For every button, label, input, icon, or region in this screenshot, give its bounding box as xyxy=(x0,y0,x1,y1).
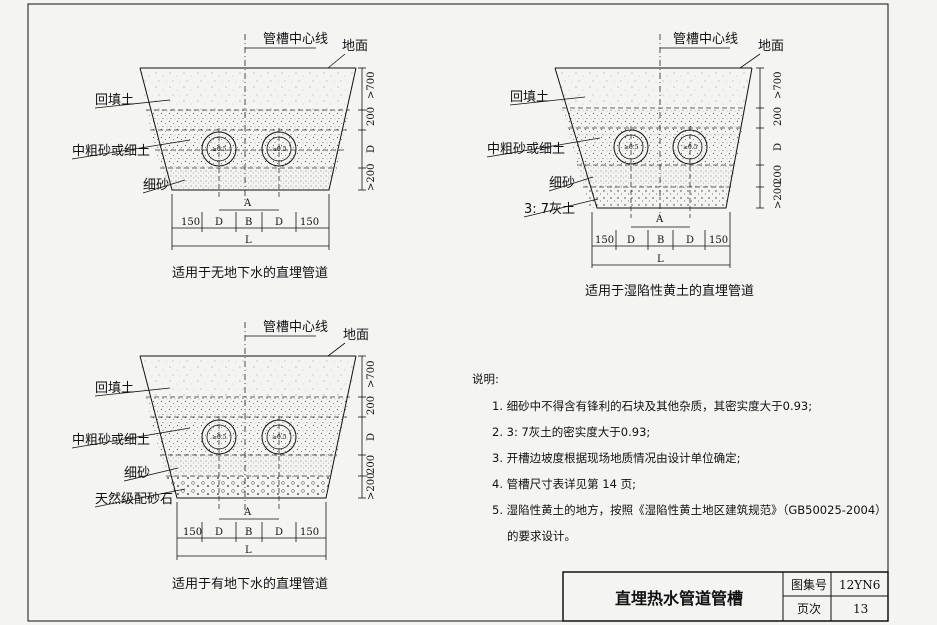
trench-outline xyxy=(554,67,753,209)
centerline-label: 管槽中心线 xyxy=(263,320,328,335)
notes-heading: 说明: xyxy=(472,372,499,386)
fine-sand-label: 细砂 xyxy=(143,178,169,193)
centerline-label: 管槽中心线 xyxy=(673,32,738,47)
svg-text:D: D xyxy=(275,527,283,538)
pipe: ≥0.5 xyxy=(201,416,237,510)
svg-text:≥0.5: ≥0.5 xyxy=(683,144,698,151)
svg-text:A: A xyxy=(655,214,664,225)
pipe: ≥0.5 xyxy=(261,416,297,510)
svg-text:>700: >700 xyxy=(366,361,377,388)
note-item: 2. 3: 7灰土的密实度大于0.93; xyxy=(492,425,650,439)
ground-label: 地面 xyxy=(758,39,784,54)
note-item: 1. 细砂中不得含有锋利的石块及其他杂质，其密实度大于0.93; xyxy=(492,399,812,413)
svg-text:150: 150 xyxy=(709,235,728,246)
medium-sand-label: 中粗砂或细土 xyxy=(72,433,150,448)
svg-text:D: D xyxy=(627,235,635,246)
svg-text:D: D xyxy=(366,145,377,153)
backfill-label: 回填土 xyxy=(95,93,134,108)
atlas-value: 12YN6 xyxy=(839,578,880,592)
note-item: 5. 湿陷性黄土的地方，按照《湿陷性黄土地区建筑规范》（GB50025-2004… xyxy=(492,503,887,517)
svg-text:L: L xyxy=(657,254,664,265)
trench-section-loess: ≥0.5 ≥0.5 管槽中心线 地面 回填土 中粗砂或细土 细砂 3: 7灰土 … xyxy=(486,32,784,299)
svg-text:>700: >700 xyxy=(773,72,784,99)
svg-text:150: 150 xyxy=(183,527,202,538)
trench-section-no-groundwater: ≥0.5 ≥0.5 管槽中心线 地面 回填土 中粗砂或细土 细砂 >700 20… xyxy=(71,32,377,281)
lime-soil-label: 3: 7灰土 xyxy=(524,202,575,217)
svg-text:D: D xyxy=(686,235,694,246)
centerline-label: 管槽中心线 xyxy=(263,32,328,47)
ground-label: 地面 xyxy=(342,39,368,54)
svg-text:B: B xyxy=(245,217,252,228)
svg-text:200: 200 xyxy=(366,455,377,474)
svg-text:B: B xyxy=(657,235,664,246)
sheet-border xyxy=(27,3,889,622)
svg-text:A: A xyxy=(243,198,252,209)
svg-text:150: 150 xyxy=(181,217,200,228)
atlas-label: 图集号 xyxy=(791,577,827,592)
svg-text:L: L xyxy=(245,545,252,556)
fine-sand-label: 细砂 xyxy=(549,176,575,191)
svg-text:D: D xyxy=(215,217,223,228)
medium-sand-label: 中粗砂或细土 xyxy=(72,144,150,159)
svg-text:>700: >700 xyxy=(366,72,377,99)
svg-text:150: 150 xyxy=(595,235,614,246)
note-item: 3. 开槽边坡度根据现场地质情况由设计单位确定; xyxy=(492,451,741,465)
svg-text:150: 150 xyxy=(300,217,319,228)
pipe: ≥0.5 xyxy=(613,126,649,218)
svg-text:D: D xyxy=(215,527,223,538)
svg-text:A: A xyxy=(243,507,252,518)
svg-text:≥0.5: ≥0.5 xyxy=(212,434,227,441)
svg-text:≥0.5: ≥0.5 xyxy=(624,144,639,151)
svg-text:150: 150 xyxy=(300,527,319,538)
medium-sand-label: 中粗砂或细土 xyxy=(487,142,565,157)
svg-text:D: D xyxy=(773,143,784,151)
svg-text:≥0.5: ≥0.5 xyxy=(212,146,227,153)
svg-text:>200: >200 xyxy=(366,473,377,500)
pipe: ≥0.5 xyxy=(201,128,237,200)
backfill-label: 回填土 xyxy=(95,381,134,396)
svg-text:D: D xyxy=(275,217,283,228)
pipe: ≥0.5 xyxy=(261,128,297,200)
caption: 适用于无地下水的直埋管道 xyxy=(172,265,328,281)
svg-text:>200: >200 xyxy=(773,182,784,209)
note-item: 4. 管槽尺寸表详见第 14 页; xyxy=(492,477,636,491)
svg-text:200: 200 xyxy=(773,165,784,184)
caption: 适用于有地下水的直埋管道 xyxy=(172,576,328,592)
pipe: ≥0.5 xyxy=(672,126,708,218)
ground-label: 地面 xyxy=(343,328,369,343)
trench-section-groundwater: ≥0.5 ≥0.5 管槽中心线 地面 回填土 中粗砂或细土 细砂 天然级配砂石 … xyxy=(71,320,377,592)
svg-text:L: L xyxy=(245,235,252,246)
trench-outline xyxy=(139,355,357,499)
svg-text:≥0.5: ≥0.5 xyxy=(272,434,287,441)
note-item: 的要求设计。 xyxy=(507,529,576,543)
notes: 说明: 1. 细砂中不得含有锋利的石块及其他杂质，其密实度大于0.93; 2. … xyxy=(472,372,887,543)
svg-text:200: 200 xyxy=(366,396,377,415)
page-value: 13 xyxy=(853,602,868,616)
svg-text:≥0.5: ≥0.5 xyxy=(272,146,287,153)
drawing-title: 直埋热水管道管槽 xyxy=(615,589,743,608)
trench-outline xyxy=(139,67,357,191)
svg-text:200: 200 xyxy=(773,107,784,126)
svg-text:>200: >200 xyxy=(366,164,377,191)
page-label: 页次 xyxy=(797,602,821,616)
title-block: 直埋热水管道管槽 图集号 12YN6 页次 13 xyxy=(562,571,889,622)
backfill-label: 回填土 xyxy=(510,90,549,105)
svg-text:200: 200 xyxy=(366,107,377,126)
fine-sand-label: 细砂 xyxy=(124,466,150,481)
caption: 适用于湿陷性黄土的直埋管道 xyxy=(585,283,754,299)
svg-text:B: B xyxy=(245,527,252,538)
svg-text:D: D xyxy=(366,433,377,441)
